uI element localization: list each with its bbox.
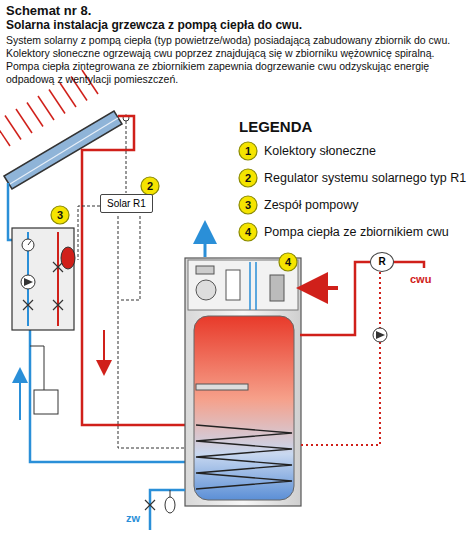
valve-symbol <box>23 300 63 310</box>
cold-water-pipe <box>150 490 185 530</box>
callout-number: 1 <box>240 143 256 159</box>
description: Pompa ciepła zintegrowana ze zbiornikiem… <box>6 60 461 86</box>
node-text: Solar R1 <box>107 198 146 209</box>
solar-coil <box>196 425 292 489</box>
safety-valve <box>145 500 155 510</box>
flow-arrow <box>103 330 105 368</box>
tank-water <box>194 316 294 500</box>
sun-ray <box>0 122 10 146</box>
evaporator <box>226 270 240 300</box>
callout-circles <box>51 142 297 271</box>
expansion-vessel <box>61 247 75 269</box>
sun-ray <box>16 109 32 133</box>
exhaust-air-arrow <box>204 232 207 257</box>
valve-circle: R <box>370 252 394 272</box>
callout-number: 3 <box>52 207 68 223</box>
circulation-pipe <box>300 272 380 445</box>
callout-number: 2 <box>240 170 256 186</box>
heater-rod <box>196 384 248 390</box>
circulation-pump <box>21 275 35 289</box>
sun-ray <box>5 116 21 140</box>
pump-group <box>12 228 74 330</box>
compressor <box>196 280 216 300</box>
sensor-wire <box>118 216 196 448</box>
title: Schemat nr 8. <box>6 3 91 18</box>
callout-number: 2 <box>142 178 158 194</box>
outlet-label: cwu <box>410 273 431 285</box>
callout-number: 4 <box>240 224 256 240</box>
tank-shell <box>185 258 301 506</box>
sensor-wire <box>126 121 127 193</box>
description: System solarny z pompą ciepła (typ powie… <box>6 34 450 46</box>
ventilation-air-arrow <box>312 286 338 290</box>
legend-heading: LEGENDA <box>239 118 312 135</box>
sun-ray <box>27 103 43 127</box>
legend-text: Kolektory słoneczne <box>264 144 376 158</box>
subtitle: Solarna instalacja grzewcza z pompą ciep… <box>6 18 302 32</box>
sun-ray <box>60 83 76 107</box>
pump-wire <box>78 206 100 260</box>
sun-ray <box>49 90 65 114</box>
circulation-pump <box>373 328 387 342</box>
description: Kolektory słoneczne ogrzewają cwu poprze… <box>6 47 434 59</box>
solar-supply-pipe <box>82 116 196 425</box>
legend-text: Regulator systemu solarnego typ R1 <box>264 171 466 185</box>
inlet-label: zw <box>126 512 140 524</box>
sun-ray <box>38 96 54 120</box>
flow-arrow <box>19 375 21 420</box>
hot-water-pipe <box>300 262 424 335</box>
node-text: R <box>371 253 393 271</box>
legend-text: Zespół pompowy <box>264 198 359 212</box>
glycol-canister <box>34 390 58 414</box>
legend-text: Pompa ciepła ze zbiornikiem cwu <box>264 225 449 239</box>
callout-number: 3 <box>240 197 256 213</box>
solar-return-pipe <box>8 183 196 462</box>
fan <box>270 275 284 301</box>
callout-number: 4 <box>280 254 296 270</box>
pressure-gauge <box>22 239 34 251</box>
regulator-box: Solar R1 <box>100 194 153 213</box>
